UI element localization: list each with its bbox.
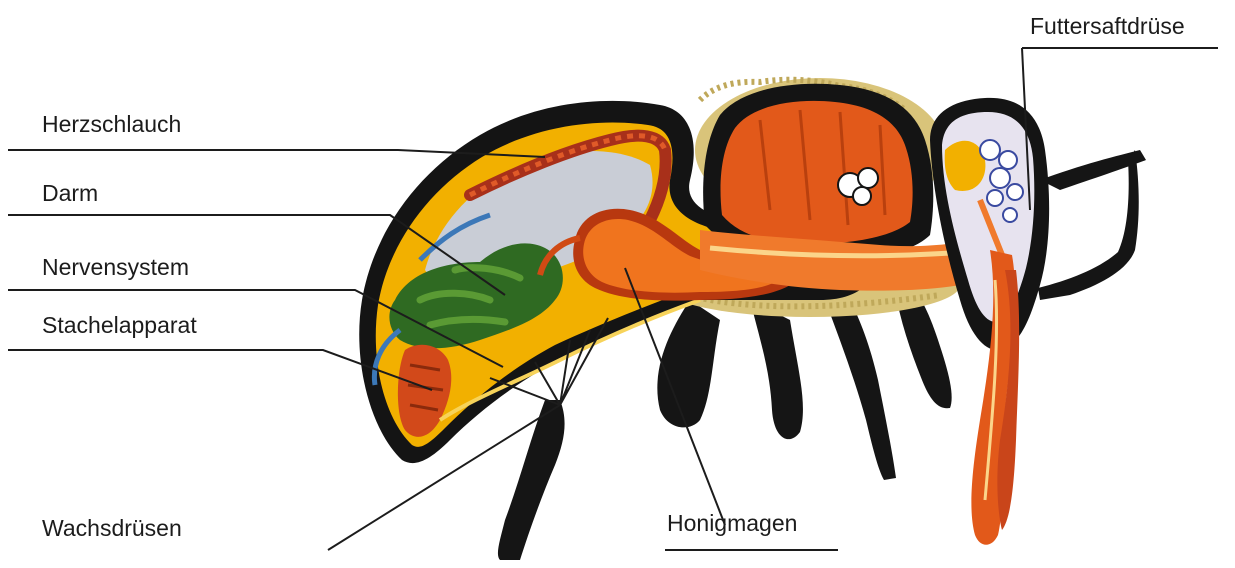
label-nervensystem: Nervensystem xyxy=(42,256,189,279)
head xyxy=(930,98,1049,545)
label-futtersaftdruese: Futtersaftdrüse xyxy=(1030,15,1185,38)
label-honigmagen: Honigmagen xyxy=(667,512,797,535)
label-wachsdruesen: Wachsdrüsen xyxy=(42,517,182,540)
label-stachelapparat: Stachelapparat xyxy=(42,314,197,337)
antenna xyxy=(1038,150,1146,300)
label-herzschlauch: Herzschlauch xyxy=(42,113,181,136)
label-darm: Darm xyxy=(42,182,98,205)
fore-leg-left xyxy=(825,300,896,480)
mid-leg-left xyxy=(657,300,720,427)
mid-leg-right xyxy=(750,300,803,439)
